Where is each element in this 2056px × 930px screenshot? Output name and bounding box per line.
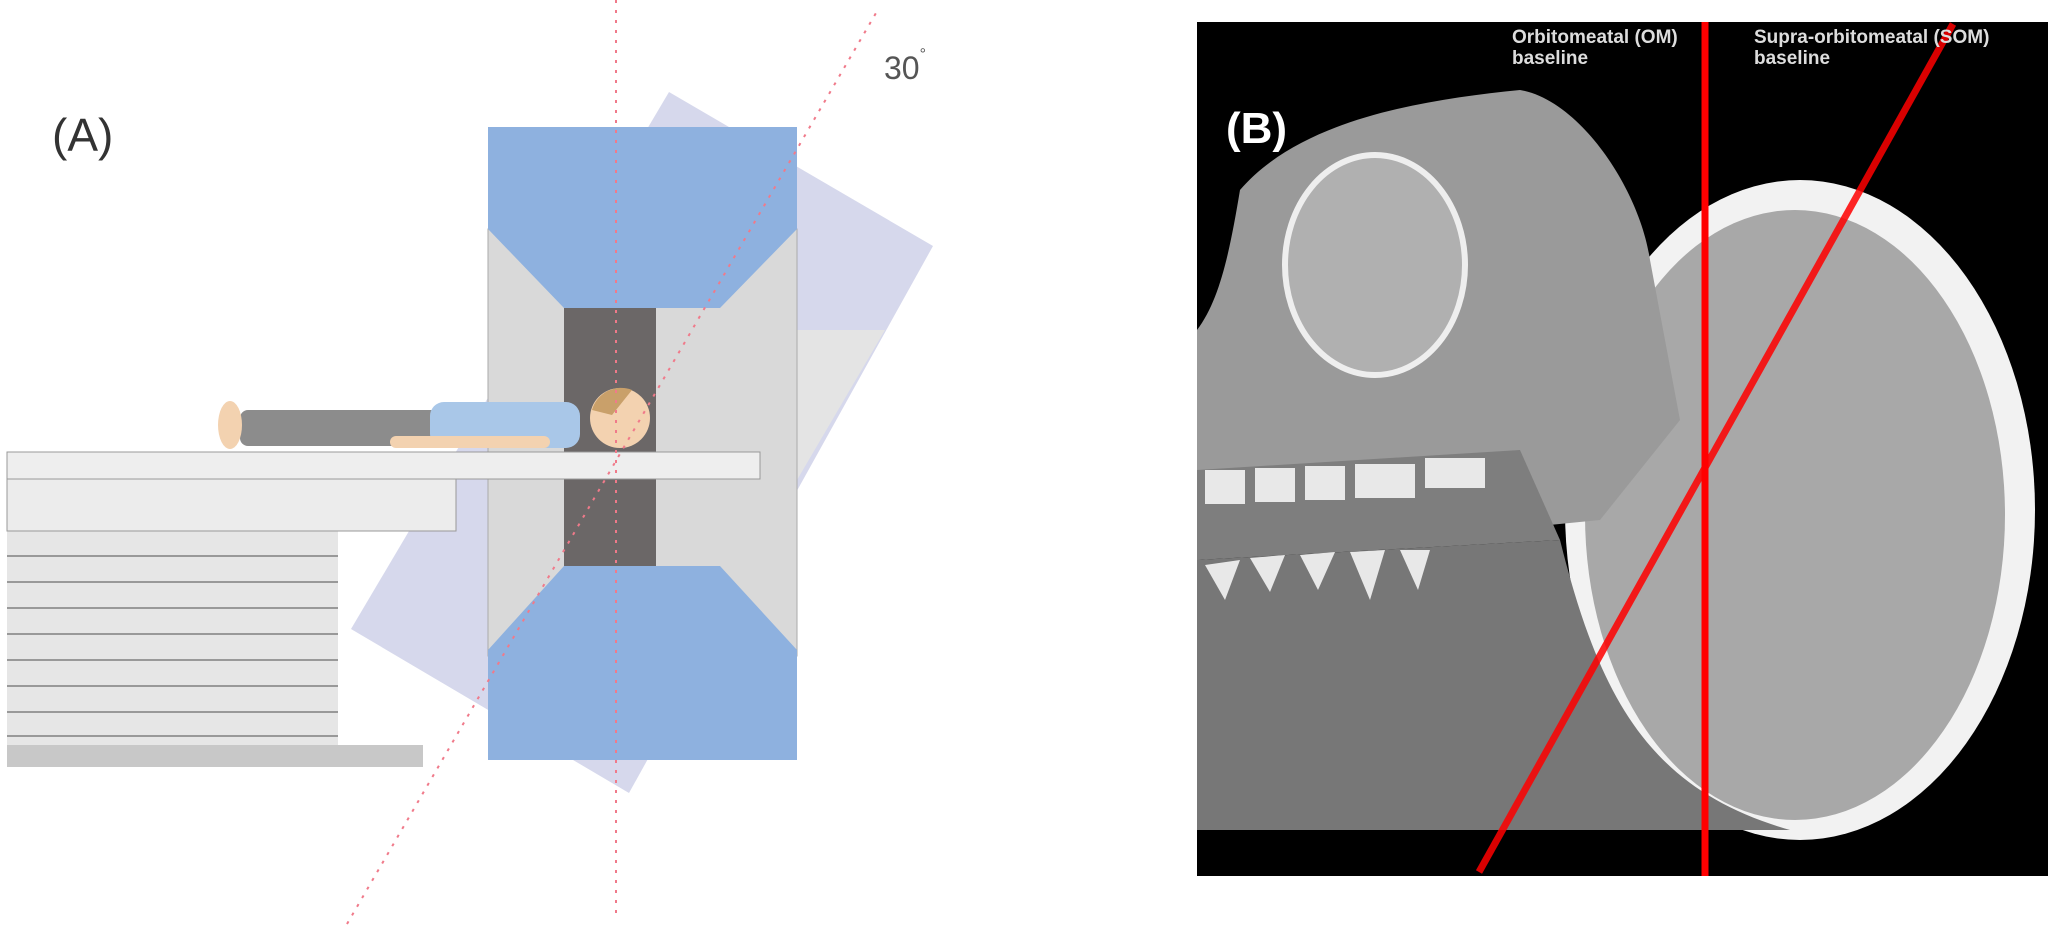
ct-scanner-diagram [6,0,933,925]
om-label-line1: Orbitomeatal (OM) [1512,27,1678,48]
brain [1585,210,2005,820]
om-baseline-label: Orbitomeatal (OM) baseline [1512,27,1678,69]
som-baseline-label: Supra-orbitomeatal (SOM) baseline [1754,27,1989,69]
table-top [6,451,761,480]
som-label-line2: baseline [1754,48,1831,69]
gantry-bottom-blue [488,566,797,760]
som-baseline-line [1475,22,1957,874]
neck-lower [1197,540,1790,830]
patient [218,387,650,449]
tilted-gantry-side [797,330,885,480]
teeth [1205,550,1430,600]
orbit [1282,152,1468,378]
angle-unit: ° [919,46,926,63]
om-label-line2: baseline [1512,48,1589,69]
table-floor [7,745,423,767]
panel-a-label: (A) [52,109,114,161]
table-accordion [7,531,338,745]
vertebrae [1205,458,1485,504]
tilt-angle-label: 30° [884,46,926,87]
angle-value: 30 [884,50,920,86]
ct-sagittal-image [1197,22,2048,876]
som-label-line1: Supra-orbitomeatal (SOM) [1754,27,1990,48]
panel-b-label: (B) [1226,104,1288,153]
gantry-top-blue [488,127,797,308]
